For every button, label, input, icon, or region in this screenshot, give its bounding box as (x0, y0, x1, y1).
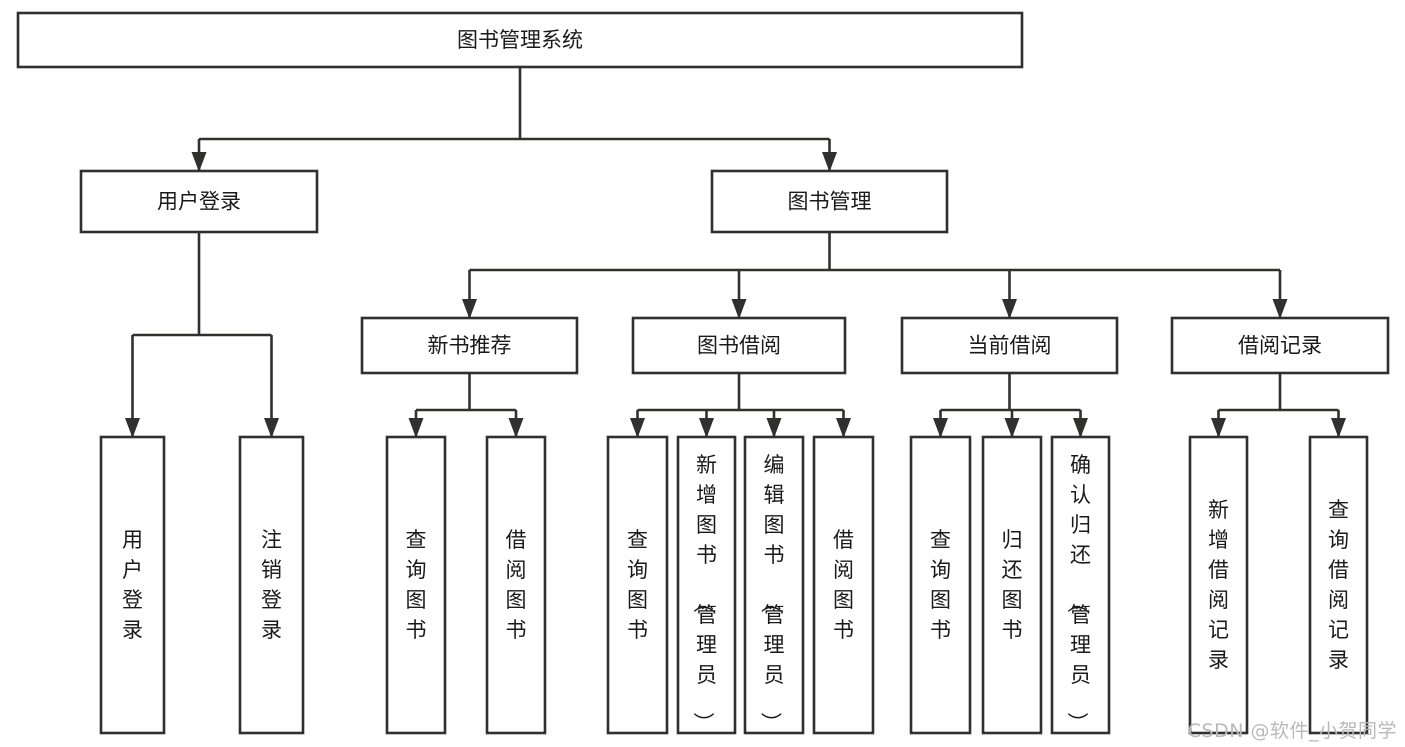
node-label: 借阅图书 (506, 528, 527, 642)
node-leaf-query-book-2[interactable]: 查询图书 (606, 435, 669, 735)
node-box (710, 169, 949, 234)
node-box (631, 316, 847, 375)
node-label: 图书管理系统 (457, 28, 583, 52)
node-book-borrowing[interactable]: 图书借阅 (631, 316, 847, 375)
arrow-head (125, 418, 140, 438)
node-box (485, 435, 547, 735)
arrow-head (508, 418, 524, 438)
arrow-head (822, 152, 837, 172)
node-label: 新增图书（管理员） (691, 453, 717, 733)
arrow-head (191, 152, 207, 172)
node-label: 用户登录 (122, 528, 143, 642)
node-label: 借阅记录 (1238, 334, 1322, 358)
node-label: 新增借阅记录 (1208, 498, 1229, 672)
node-book-management-system[interactable]: 图书管理系统 (16, 11, 1024, 69)
node-leaf-edit-book[interactable]: 编辑图书（管理员） (743, 435, 805, 735)
node-leaf-logout[interactable]: 注销登录 (238, 435, 305, 735)
node-box (743, 435, 805, 735)
node-label: 归还图书 (1002, 528, 1023, 642)
arrow-head (1272, 299, 1288, 319)
arrow-head (933, 418, 948, 438)
node-leaf-borrow-book-1[interactable]: 借阅图书 (485, 435, 547, 735)
node-leaf-query-book-3[interactable]: 查询图书 (909, 435, 972, 735)
node-label: 注销登录 (261, 528, 282, 642)
node-label: 当前借阅 (968, 334, 1052, 358)
arrow-head (408, 418, 424, 438)
node-book-management[interactable]: 图书管理 (710, 169, 949, 234)
node-box (1050, 435, 1111, 735)
arrow-head (1002, 299, 1017, 319)
node-box (1170, 316, 1390, 375)
node-label: 新书推荐 (428, 334, 512, 358)
node-label: 编辑图书（管理员） (759, 453, 785, 733)
node-box (1188, 435, 1249, 735)
node-box (676, 435, 737, 735)
node-boxes-layer: 图书管理系统用户登录图书管理新书推荐图书借阅当前借阅借阅记录用户登录注销登录查询… (16, 11, 1390, 735)
node-box (812, 435, 875, 735)
node-leaf-add-book[interactable]: 新增图书（管理员） (676, 435, 737, 735)
node-box (99, 435, 166, 735)
node-leaf-return-book[interactable]: 归还图书 (981, 435, 1043, 735)
node-borrow-record[interactable]: 借阅记录 (1170, 316, 1390, 375)
node-box (981, 435, 1043, 735)
node-leaf-query-book-1[interactable]: 查询图书 (385, 435, 447, 735)
node-box (1308, 435, 1369, 735)
node-box (900, 316, 1119, 375)
node-new-book-recommendation[interactable]: 新书推荐 (360, 316, 579, 375)
node-leaf-query-record[interactable]: 查询借阅记录 (1308, 435, 1369, 735)
arrow-head (766, 418, 782, 438)
node-box (385, 435, 447, 735)
arrow-head (731, 299, 747, 319)
node-current-borrowing[interactable]: 当前借阅 (900, 316, 1119, 375)
node-label: 查询图书 (930, 528, 951, 642)
arrow-head (462, 299, 477, 319)
node-leaf-add-record[interactable]: 新增借阅记录 (1188, 435, 1249, 735)
arrow-head (699, 418, 714, 438)
node-label: 用户登录 (157, 190, 241, 214)
arrow-head (1004, 418, 1020, 438)
node-box (606, 435, 669, 735)
node-label: 图书借阅 (697, 334, 781, 358)
node-leaf-confirm-return[interactable]: 确认归还（管理员） (1050, 435, 1111, 735)
node-label: 查询图书 (627, 528, 648, 642)
arrow-head (836, 418, 851, 438)
arrow-head (1073, 418, 1088, 438)
node-label: 借阅图书 (833, 528, 854, 642)
arrow-head (1211, 418, 1226, 438)
connectors-layer (125, 67, 1346, 438)
node-box (79, 169, 319, 234)
node-label: 查询借阅记录 (1328, 498, 1349, 672)
node-user-login[interactable]: 用户登录 (79, 169, 319, 234)
node-box (238, 435, 305, 735)
node-label: 图书管理 (788, 190, 872, 214)
node-label: 查询图书 (406, 528, 427, 642)
node-box (909, 435, 972, 735)
arrow-head (1331, 418, 1346, 438)
node-label: 确认归还（管理员） (1065, 453, 1091, 733)
arrow-head (630, 418, 645, 438)
node-box (360, 316, 579, 375)
arrow-head (264, 418, 279, 438)
node-box (16, 11, 1024, 69)
node-leaf-user-login[interactable]: 用户登录 (99, 435, 166, 735)
node-leaf-borrow-book-2[interactable]: 借阅图书 (812, 435, 875, 735)
